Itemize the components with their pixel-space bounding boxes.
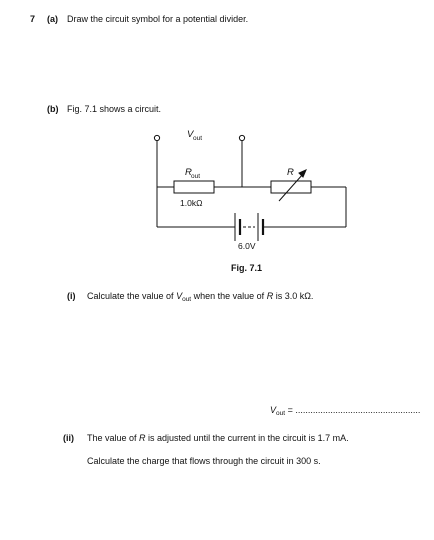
part-a-text: Draw the circuit symbol for a potential … — [67, 14, 249, 24]
part-a-label: (a) — [47, 14, 58, 24]
part-i-text: Calculate the value of Vout when the val… — [87, 291, 314, 303]
resistor-rout — [173, 180, 215, 194]
rout-label-r: R — [185, 167, 192, 178]
answer-line-vout: Vout = .................................… — [270, 405, 421, 417]
vout-label-sub: out — [193, 135, 202, 142]
battery-emf: 6.0V — [238, 241, 256, 251]
vout-label-v: V — [187, 129, 195, 140]
output-terminal-right — [238, 134, 246, 142]
rout-label-sub: out — [191, 173, 200, 180]
rout-value: 1.0kΩ — [180, 198, 202, 208]
part-ii-line2: Calculate the charge that flows through … — [87, 456, 321, 466]
output-terminal-left — [153, 134, 161, 142]
variable-resistor-arrow-head — [298, 169, 307, 178]
part-b-label: (b) — [47, 104, 59, 114]
question-number: 7 — [30, 14, 36, 24]
r-label: R — [287, 167, 294, 178]
part-ii-label: (ii) — [63, 433, 74, 443]
figure-caption: Fig. 7.1 — [231, 263, 263, 273]
part-i-label: (i) — [67, 291, 76, 301]
part-ii-line1: The value of R is adjusted until the cur… — [87, 433, 349, 443]
part-b-text: Fig. 7.1 shows a circuit. — [67, 104, 162, 114]
